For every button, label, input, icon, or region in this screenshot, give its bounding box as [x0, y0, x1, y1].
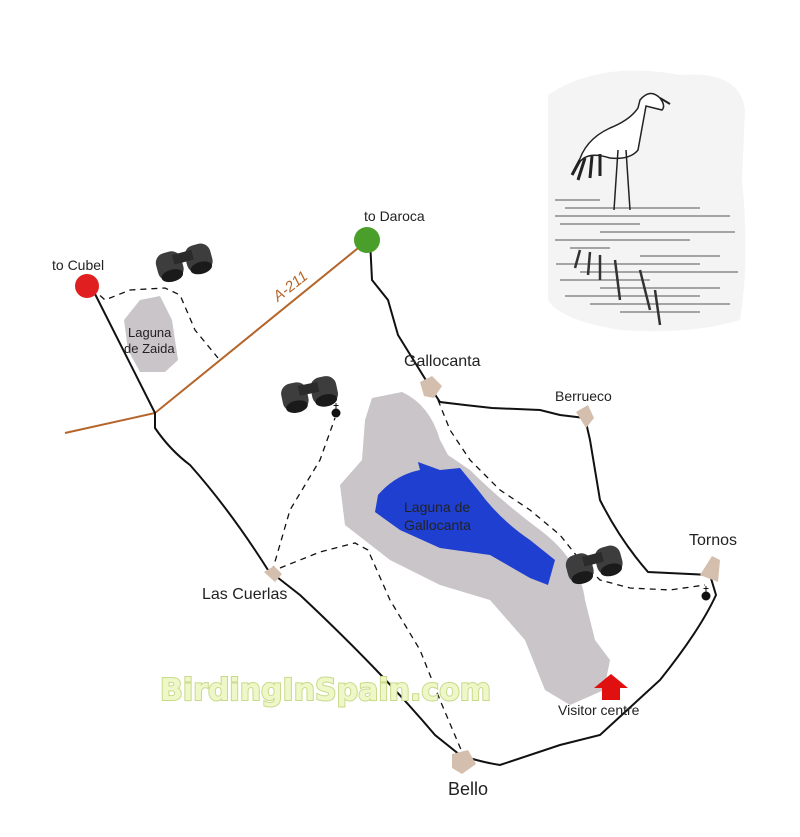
- to-cubel-marker: [75, 274, 99, 298]
- crane-illustration: [548, 70, 746, 332]
- label-to-daroca: to Daroca: [364, 208, 425, 224]
- label-bello: Bello: [448, 779, 488, 799]
- visitor-centre-arrow-icon: [594, 674, 628, 700]
- laguna-de-zaida: [124, 296, 178, 372]
- church-icon: [701, 586, 711, 601]
- to-daroca-marker: [354, 227, 380, 253]
- binoculars-icon: [281, 376, 338, 413]
- church-icon: [331, 403, 341, 418]
- label-berrueco: Berrueco: [555, 388, 612, 404]
- tracks: [91, 287, 706, 753]
- label-laguna-zaida-1: Laguna: [128, 325, 172, 340]
- villages: [264, 376, 720, 774]
- village-berrueco: [576, 405, 594, 428]
- village-bello: [452, 750, 476, 774]
- label-gallocanta: Gallocanta: [404, 353, 481, 370]
- road-label: A-211: [269, 268, 311, 306]
- label-laguna-gallocanta-1: Laguna de: [404, 499, 470, 515]
- label-visitor-centre: Visitor centre: [558, 702, 640, 718]
- village-tornos: [700, 556, 720, 582]
- village-gallocanta: [420, 376, 442, 398]
- label-laguna-gallocanta-2: Gallocanta: [404, 517, 471, 533]
- laguna-de-gallocanta-water: [375, 462, 555, 585]
- watermark: BirdingInSpain.com: [160, 673, 491, 708]
- roads: [91, 239, 718, 767]
- label-laguna-zaida-2: de Zaida: [124, 341, 175, 356]
- label-las-cuerlas: Las Cuerlas: [202, 586, 287, 603]
- binoculars-icon: [565, 545, 623, 585]
- label-tornos: Tornos: [689, 532, 737, 549]
- label-to-cubel: to Cubel: [52, 257, 104, 273]
- binoculars-icon: [155, 243, 213, 283]
- village-las-cuerlas: [264, 566, 282, 582]
